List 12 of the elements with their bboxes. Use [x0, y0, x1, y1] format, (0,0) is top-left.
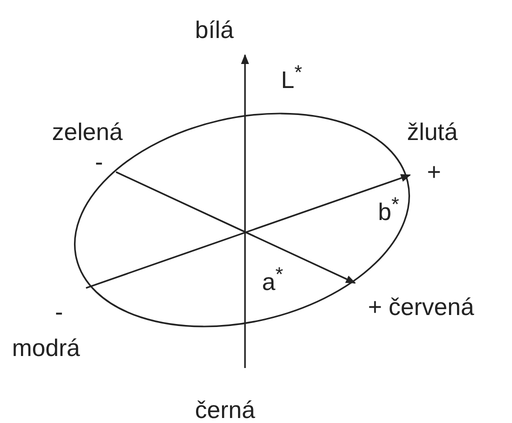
- sign-label: -: [55, 300, 63, 326]
- axis-label: bílá: [195, 18, 234, 44]
- axis-label: L$^{*}$: [281, 61, 302, 94]
- axis-label: černá: [195, 398, 256, 423]
- color-label: zelená: [52, 120, 123, 146]
- color-label: žlutá: [407, 120, 458, 146]
- axis-label: b$^{*}$: [378, 193, 400, 226]
- color-label: modrá: [12, 336, 80, 362]
- color-label: + červená: [368, 295, 474, 321]
- sign-label: +: [427, 160, 442, 186]
- axis-label: a$^{*}$: [262, 263, 284, 296]
- sign-label: -: [95, 150, 103, 176]
